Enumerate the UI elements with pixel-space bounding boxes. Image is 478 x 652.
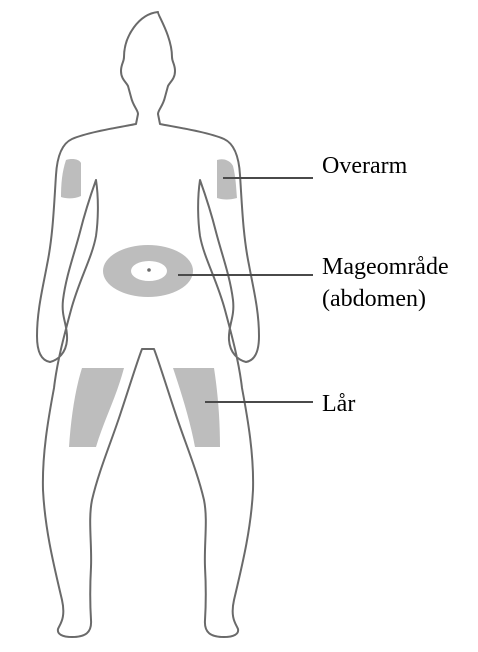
navel (147, 268, 151, 272)
label-abdomen-sub: (abdomen) (322, 284, 426, 314)
label-upper-arm: Overarm (322, 151, 407, 181)
label-thigh: Lår (322, 389, 355, 419)
label-abdomen: Mageområde (322, 252, 449, 282)
body-outline (37, 12, 259, 637)
